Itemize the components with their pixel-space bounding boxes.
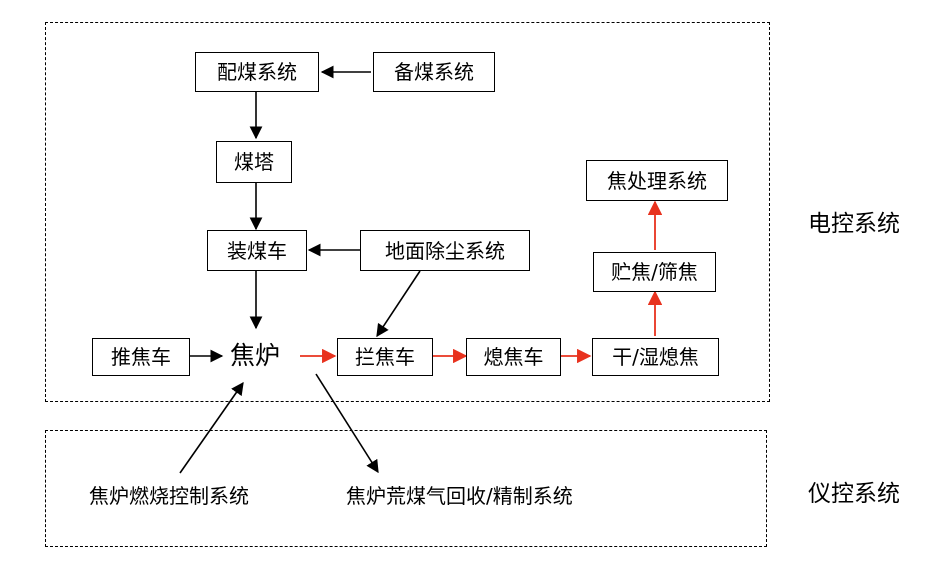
electrical-control-label: 电控系统: [808, 211, 900, 237]
oven-heating-control-label: 焦炉燃烧控制系统: [89, 484, 249, 508]
coke-guide-car-box: 拦焦车: [337, 338, 433, 376]
raw-gas-recovery-label: 焦炉荒煤气回收/精制系统: [346, 484, 573, 508]
arrow-dust-to-guide: [376, 270, 421, 338]
dry-wet-quenching-box: 干/湿熄焦: [592, 338, 719, 376]
charging-car-box: 装煤车: [207, 230, 307, 271]
instrument-control-region: [45, 430, 767, 547]
ground-dust-removal-box: 地面除尘系统: [360, 230, 530, 271]
arrow-heating-to-oven: [179, 381, 244, 474]
quenching-car-box: 熄焦车: [466, 338, 561, 376]
arrow-oven-to-gas: [315, 373, 379, 474]
instrument-control-label: 仪控系统: [808, 481, 900, 507]
coal-blending-box: 配煤系统: [195, 52, 319, 92]
coal-preparation-box: 备煤系统: [373, 52, 495, 92]
pusher-car-box: 推焦车: [92, 338, 190, 376]
coal-tower-box: 煤塔: [216, 141, 292, 183]
coke-storage-screening-box: 贮焦/筛焦: [593, 252, 716, 292]
electrical-control-region: [45, 22, 770, 402]
coke-oven-label: 焦炉: [230, 341, 281, 370]
coke-handling-box: 焦处理系统: [586, 160, 728, 201]
